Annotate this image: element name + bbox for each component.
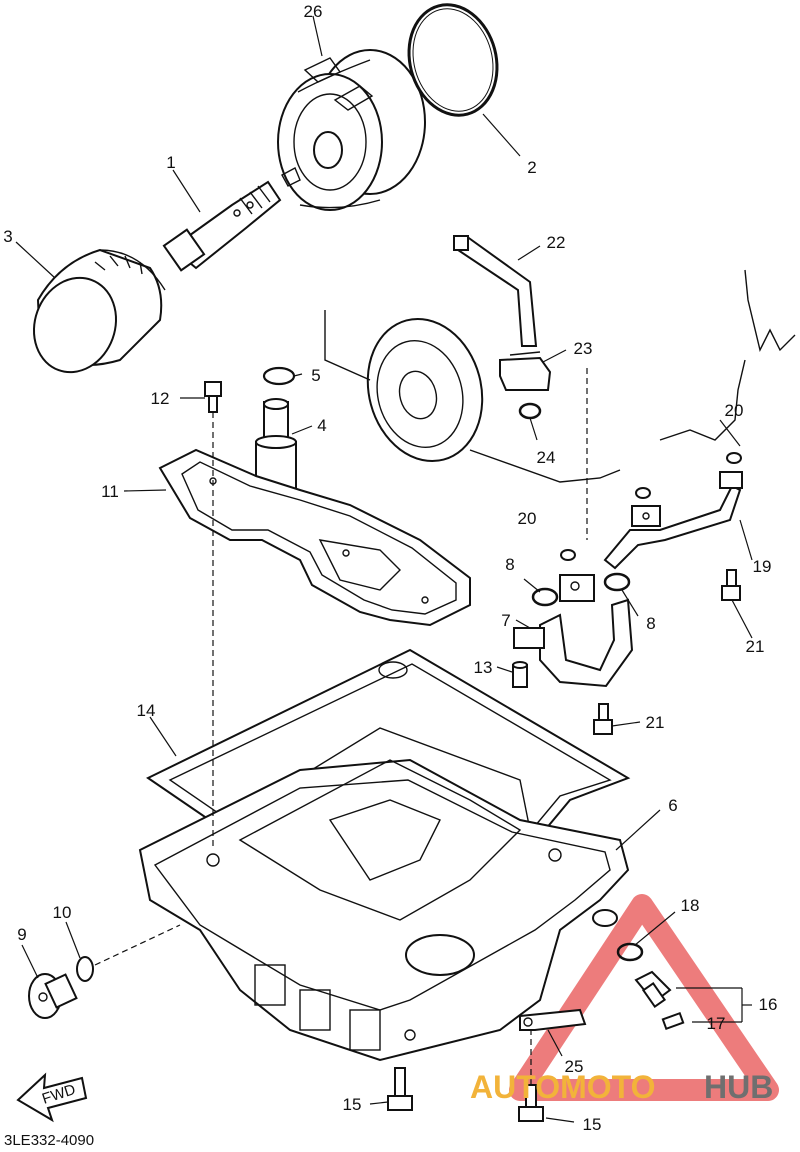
callout-24: 24 bbox=[537, 448, 556, 467]
callout-6: 6 bbox=[668, 796, 677, 815]
pipe-7 bbox=[513, 574, 634, 688]
oil-cooler bbox=[277, 49, 426, 211]
switch-16 bbox=[634, 970, 672, 1009]
o-ring-2 bbox=[407, 3, 499, 117]
callout-7: 7 bbox=[501, 611, 510, 630]
callout-19: 19 bbox=[753, 557, 772, 576]
callout-4: 4 bbox=[317, 416, 326, 435]
bolt-12 bbox=[204, 381, 222, 460]
callout-16: 16 bbox=[759, 995, 778, 1014]
clip-24 bbox=[518, 402, 542, 420]
union-bolt bbox=[162, 180, 282, 272]
gasket-10 bbox=[76, 924, 181, 982]
callout-11: 11 bbox=[101, 482, 119, 501]
o-rings-20 bbox=[560, 368, 742, 561]
bracket-25 bbox=[519, 1008, 587, 1031]
callout-14: 14 bbox=[137, 701, 156, 720]
callout-10: 10 bbox=[53, 903, 72, 922]
callout-12: 12 bbox=[151, 389, 170, 408]
callout-18: 18 bbox=[681, 896, 700, 915]
oil-filter bbox=[32, 248, 166, 374]
watermark-text: AUTOMOTO HUB bbox=[470, 1069, 773, 1105]
callout-15-right: 15 bbox=[583, 1115, 602, 1134]
callout-23: 23 bbox=[574, 339, 593, 358]
callout-17: 17 bbox=[707, 1014, 726, 1033]
o-rings-8 bbox=[531, 572, 631, 607]
callout-8-right: 8 bbox=[646, 614, 655, 633]
callout-21-right: 21 bbox=[746, 637, 765, 656]
callout-8-left: 8 bbox=[505, 555, 514, 574]
callout-2: 2 bbox=[527, 158, 536, 177]
watermark-part1: AUTOMOTO bbox=[470, 1069, 655, 1105]
gasket-11 bbox=[158, 448, 471, 627]
strainer-pipe-22 bbox=[453, 234, 538, 347]
callout-15-left: 15 bbox=[343, 1095, 362, 1114]
washer-18 bbox=[592, 909, 644, 962]
bolts-21 bbox=[593, 569, 741, 735]
o-ring-5 bbox=[262, 366, 296, 386]
callout-5: 5 bbox=[311, 366, 320, 385]
diagram-code: 3LE332-4090 bbox=[4, 1132, 94, 1149]
watermark-part2: HUB bbox=[704, 1069, 773, 1105]
callout-22: 22 bbox=[547, 233, 566, 252]
watermark-triangle bbox=[509, 894, 779, 1101]
callout-13: 13 bbox=[474, 658, 493, 677]
callout-20-right: 20 bbox=[725, 401, 744, 420]
damper-23 bbox=[499, 351, 552, 391]
callout-21-mid: 21 bbox=[646, 713, 665, 732]
pipe-19 bbox=[603, 471, 743, 570]
fwd-arrow: FWD bbox=[16, 1072, 88, 1123]
callout-26: 26 bbox=[304, 2, 323, 21]
callout-1: 1 bbox=[166, 153, 175, 172]
callout-25: 25 bbox=[565, 1057, 584, 1076]
callout-3: 3 bbox=[3, 227, 12, 246]
bolts-15 bbox=[387, 1030, 544, 1122]
callout-9: 9 bbox=[17, 925, 26, 944]
screw-17 bbox=[661, 1011, 685, 1031]
drain-bolt-9 bbox=[28, 973, 78, 1019]
crankcase-ghost bbox=[659, 269, 796, 441]
leader-lines bbox=[15, 15, 753, 1123]
callout-labels: 26 2 1 3 22 23 5 12 4 24 11 20 20 19 21 … bbox=[3, 2, 777, 1134]
plug-13 bbox=[512, 661, 528, 724]
pulley-ghost bbox=[324, 310, 621, 483]
callout-20-left: 20 bbox=[518, 509, 537, 528]
oil-pan-6 bbox=[138, 460, 630, 1062]
